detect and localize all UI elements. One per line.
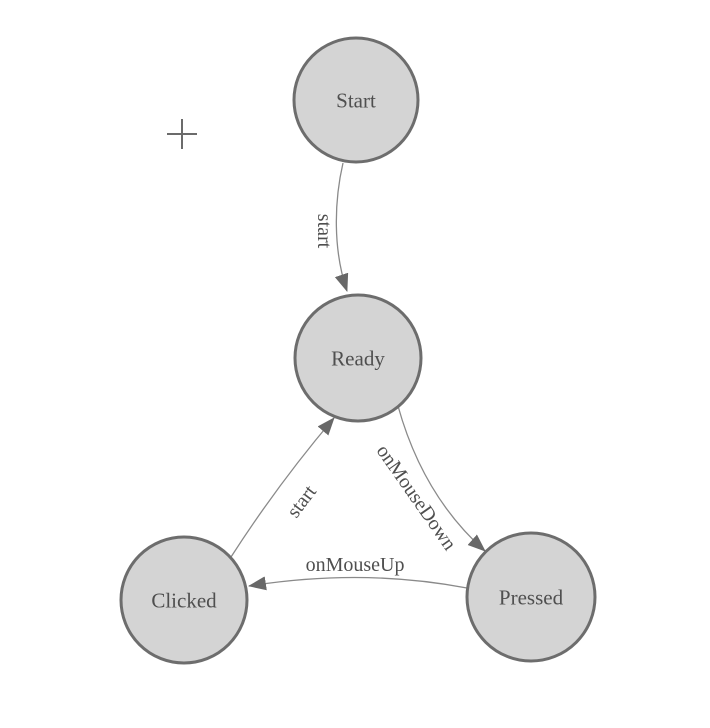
crosshair-icon bbox=[167, 119, 197, 149]
state-node-ready[interactable]: Ready bbox=[293, 293, 423, 423]
state-label-ready: Ready bbox=[331, 346, 385, 370]
state-node-pressed[interactable]: Pressed bbox=[465, 531, 597, 663]
state-label-pressed: Pressed bbox=[499, 585, 564, 609]
edge-clicked-to-ready[interactable] bbox=[230, 417, 335, 558]
edge-start-to-ready[interactable] bbox=[334, 162, 349, 292]
state-node-clicked[interactable]: Clicked bbox=[119, 535, 249, 665]
state-label-clicked: Clicked bbox=[151, 588, 217, 612]
edge-ready-to-pressed[interactable] bbox=[397, 405, 486, 552]
state-label-start: Start bbox=[336, 88, 376, 112]
edge-pressed-to-clicked[interactable] bbox=[248, 576, 468, 591]
edge-label-start-to-ready: start bbox=[313, 214, 335, 249]
state-node-start[interactable]: Start bbox=[292, 36, 420, 164]
edge-label-clicked-to-ready: start bbox=[283, 481, 322, 522]
edge-label-pressed-to-clicked: onMouseUp bbox=[306, 554, 405, 576]
